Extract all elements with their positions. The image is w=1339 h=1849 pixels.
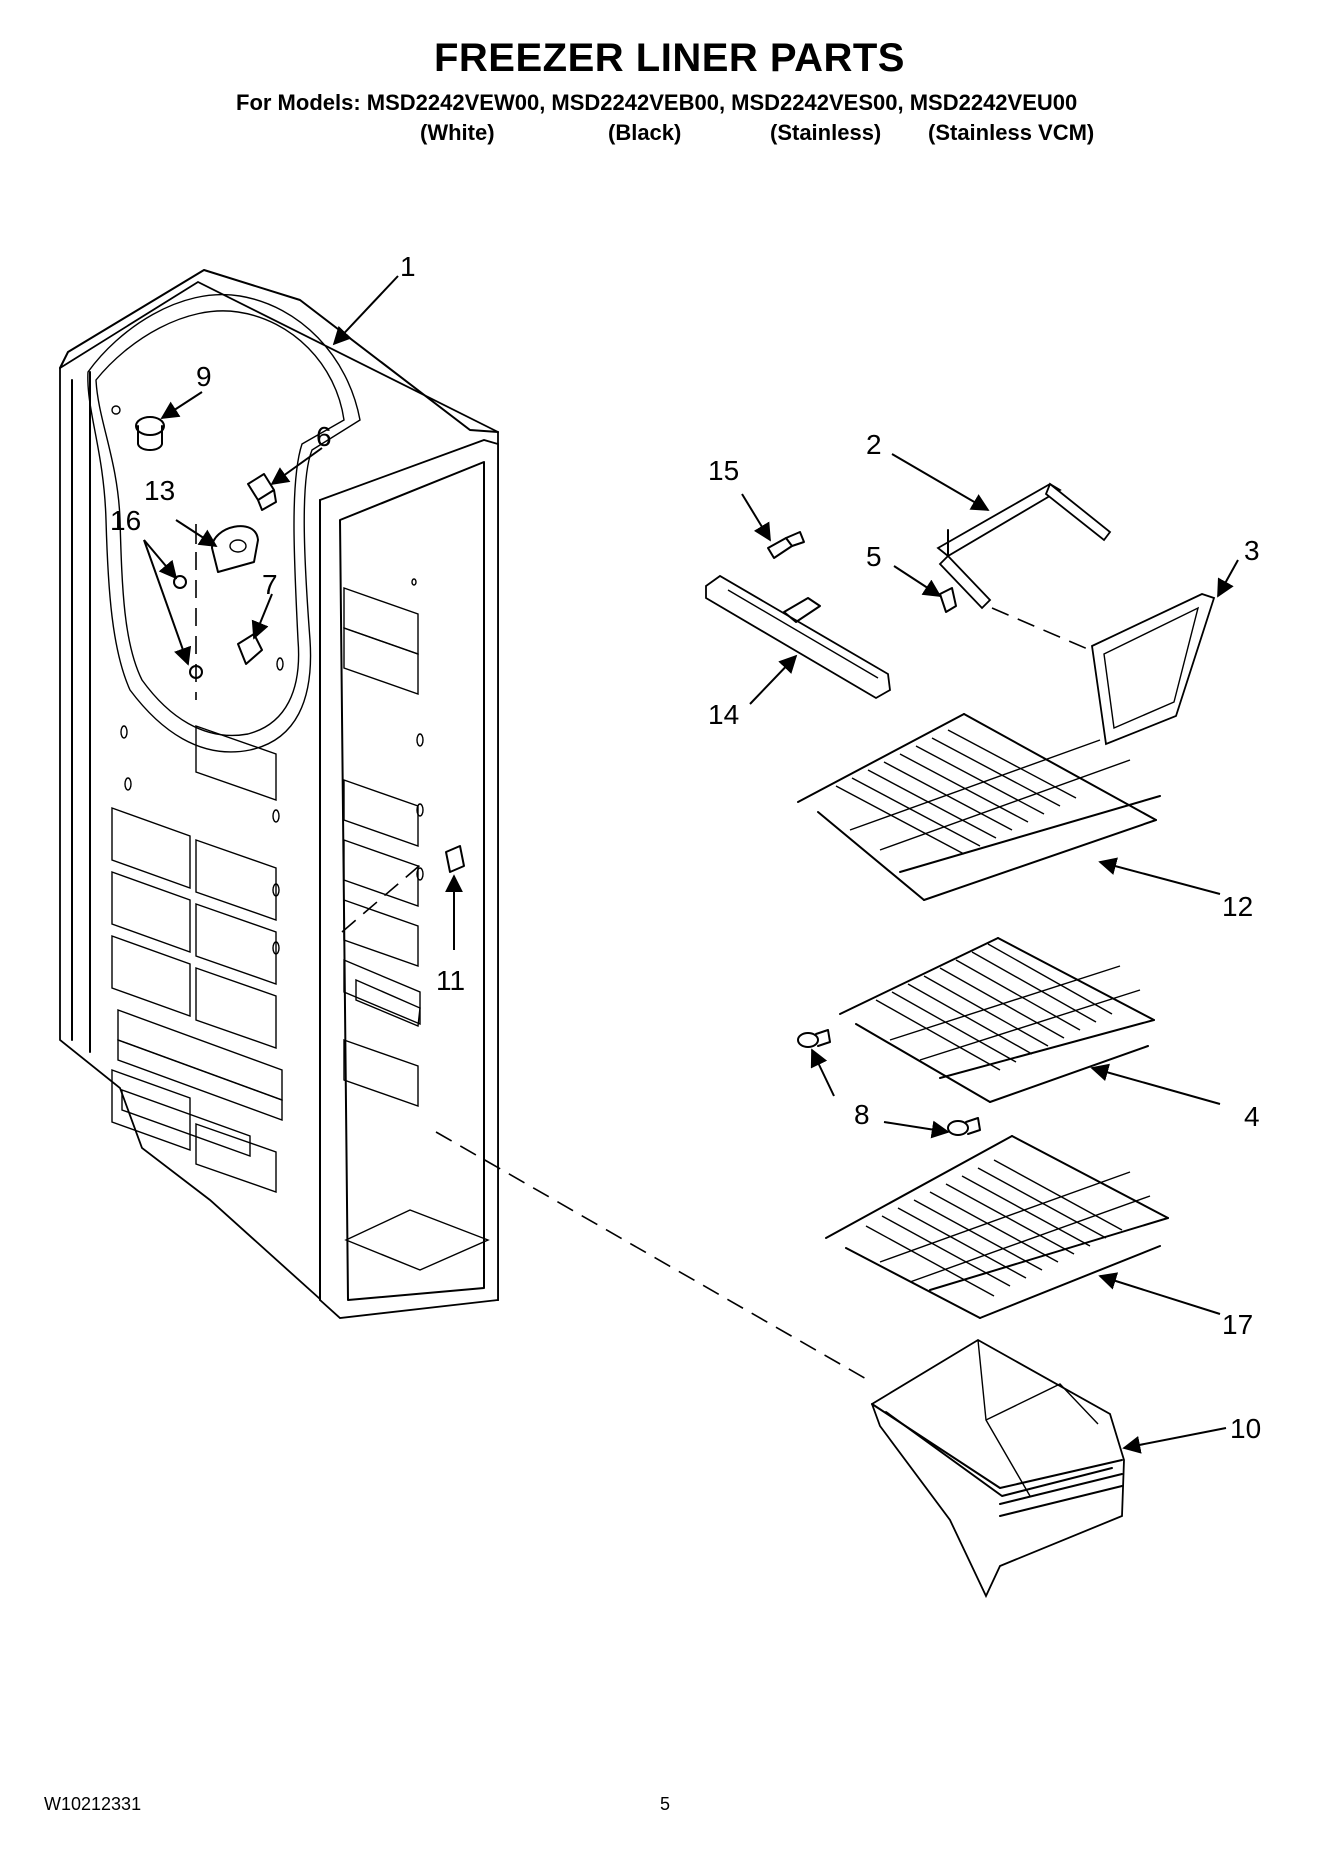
part-12-shelf — [797, 713, 1161, 901]
part-8-supports — [797, 1029, 981, 1136]
callout-numbers: 1 2 3 4 5 6 7 8 9 10 11 12 13 14 15 16 1… — [110, 251, 1261, 1444]
part-9-knob — [111, 405, 165, 451]
callout-17: 17 — [1222, 1309, 1253, 1340]
part-17-shelf — [825, 1135, 1169, 1319]
page-number: 5 — [660, 1794, 671, 1814]
variant-stainless-vcm: (Stainless VCM) — [928, 120, 1095, 145]
callout-5: 5 — [866, 541, 882, 572]
models-line: For Models: MSD2242VEW00, MSD2242VEB00, … — [236, 90, 1078, 115]
callout-10: 10 — [1230, 1413, 1261, 1444]
callout-3: 3 — [1244, 535, 1260, 566]
part-2-frame — [936, 482, 1112, 610]
callout-15: 15 — [708, 455, 739, 486]
callout-11: 11 — [436, 965, 465, 996]
document-number: W10212331 — [44, 1794, 142, 1814]
callout-6: 6 — [316, 421, 332, 452]
freezer-liner — [59, 269, 499, 1319]
leader-lines — [143, 275, 1239, 1454]
part-7-clip — [237, 633, 263, 665]
callout-13: 13 — [144, 475, 175, 506]
part-14-rail — [705, 574, 891, 700]
callout-14: 14 — [708, 699, 739, 730]
callout-7: 7 — [262, 569, 278, 600]
callout-12: 12 — [1222, 891, 1253, 922]
part-15-screw — [767, 531, 805, 559]
part-3-pan — [1091, 593, 1216, 746]
variant-white: (White) — [420, 120, 495, 145]
callout-4: 4 — [1244, 1101, 1260, 1132]
dashed-guides — [195, 520, 1091, 1381]
callout-8: 8 — [854, 1099, 870, 1130]
part-5-screw — [939, 587, 957, 613]
callout-1: 1 — [400, 251, 416, 282]
callout-9: 9 — [196, 361, 212, 392]
part-10-bin — [870, 1338, 1125, 1599]
variant-black: (Black) — [608, 120, 682, 145]
callout-2: 2 — [866, 429, 882, 460]
callout-16: 16 — [110, 505, 141, 536]
part-4-shelf — [839, 937, 1155, 1103]
part-11-latch — [445, 845, 465, 873]
page-title: FREEZER LINER PARTS — [433, 36, 905, 80]
part-6-clip — [247, 473, 277, 511]
variant-stainless: (Stainless) — [770, 120, 882, 145]
